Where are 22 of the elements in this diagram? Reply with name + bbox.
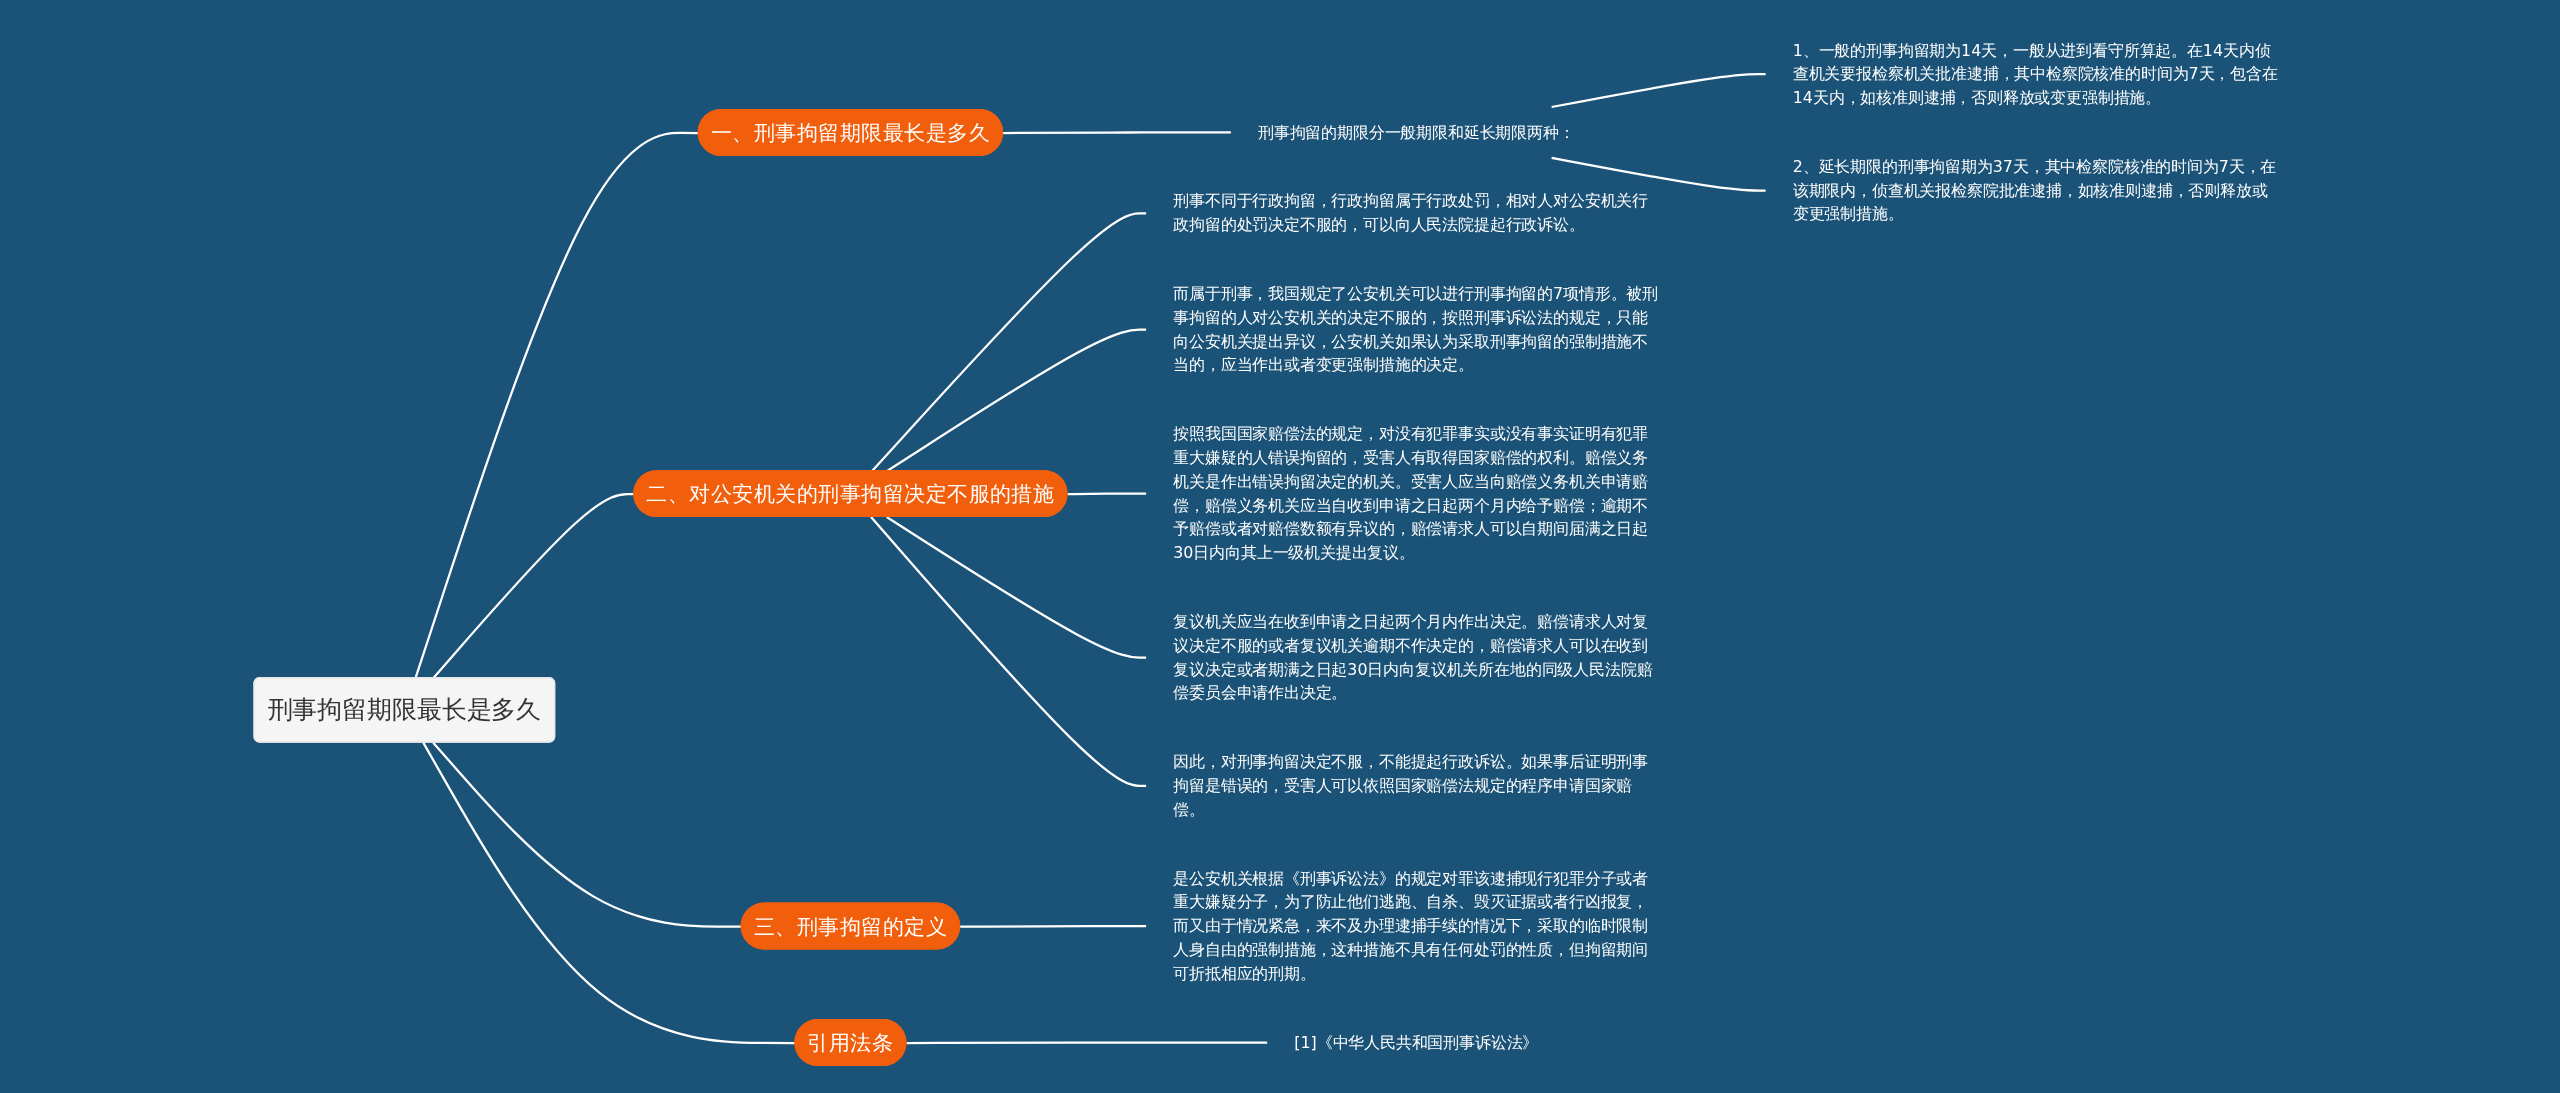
connector — [414, 131, 699, 679]
connector — [422, 742, 796, 1045]
connector — [432, 741, 742, 928]
connector — [1003, 131, 1231, 135]
node-text: 而属于刑事，我国规定了公安机关可以进行刑事拘留的7项情形。被刑事拘留的人对公安机关的决定不服的，按照刑事诉讼法的规定，只能向公安机关提出异议，公安机关如果认为采取刑事拘留的强制措施不当的，应当作出或者变更强制措施的决定。 — [1173, 284, 1659, 374]
node-text: 因此，对刑事拘留决定不服，不能提起行政诉讼。如果事后证明刑事拘留是错误的，受害人可以依照国家赔偿法规定的程序申请国家赔偿。 — [1173, 752, 1649, 819]
node-text: 复议机关应当在收到申请之日起两个月内作出决定。赔偿请求人对复议决定不服的或者复议机关逾期不作决定的，赔偿请求人可以在收到复议决定或者期满之日起30日内向复议机关所在地的同级人民法院赔偿委员会申请作出决定。 — [1173, 612, 1653, 702]
connector — [870, 516, 1147, 787]
connector — [906, 1041, 1268, 1045]
node-text: 刑事拘留的期限分一般期限和延长期限两种： — [1258, 122, 1575, 141]
node-text: 刑事不同于行政拘留，行政拘留属于行政处罚，相对人对公安机关行政拘留的处罚决定不服的，可以向人民法院提起行政诉讼。 — [1173, 191, 1649, 234]
connector — [432, 493, 635, 679]
node-text: 按照我国国家赔偿法的规定，对没有犯罪事实或没有事实证明有犯罪重大嫌疑的人错误拘留的，受害人有取得国家赔偿的权利。赔偿义务机关是作出错误拘留决定的机关。受害人应当向赔偿义务机关申请赔偿，赔偿义务机关应当自收到申请之日起两个月内给予赔偿；逾期不予赔偿或者对赔偿数额有异议的，赔偿请求人可以自期间届满之日起30日内向其上一级机关提出复议。 — [1173, 424, 1649, 562]
node-text: 是公安机关根据《刑事诉讼法》的规定对罪该逮捕现行犯罪分子或者重大嫌疑分子，为了防止他们逃跑、自杀、毁灭证据或者行凶报复，而又由于情况紧急，来不及办理逮捕手续的情况下，采取的临时限制人身自由的强制措施，这种措施不具有任何处罚的性质，但拘留期间可折抵相应的刑期。 — [1173, 868, 1649, 983]
node-text: 2、延长期限的刑事拘留期为37天，其中检察院核准的时间为7天，在该期限内，侦查机关报检察院批准逮捕，如核准则逮捕，否则释放或变更强制措施。 — [1792, 157, 2277, 223]
connector — [1551, 156, 1766, 192]
connector — [886, 516, 1147, 659]
connector — [1551, 73, 1766, 109]
node-text: 1、一般的刑事拘留期为14天，一般从进到看守所算起。在14天内侦查机关要报检察机关批准逮捕，其中检察院核准的时间为7天，包含在14天内，如核准则逮捕，否则释放或变更强制措施。 — [1792, 40, 2278, 107]
node-text: [1]《中华人民共和国刑事诉讼法》 — [1294, 1032, 1539, 1051]
connector — [1067, 492, 1147, 496]
connector — [960, 924, 1147, 928]
